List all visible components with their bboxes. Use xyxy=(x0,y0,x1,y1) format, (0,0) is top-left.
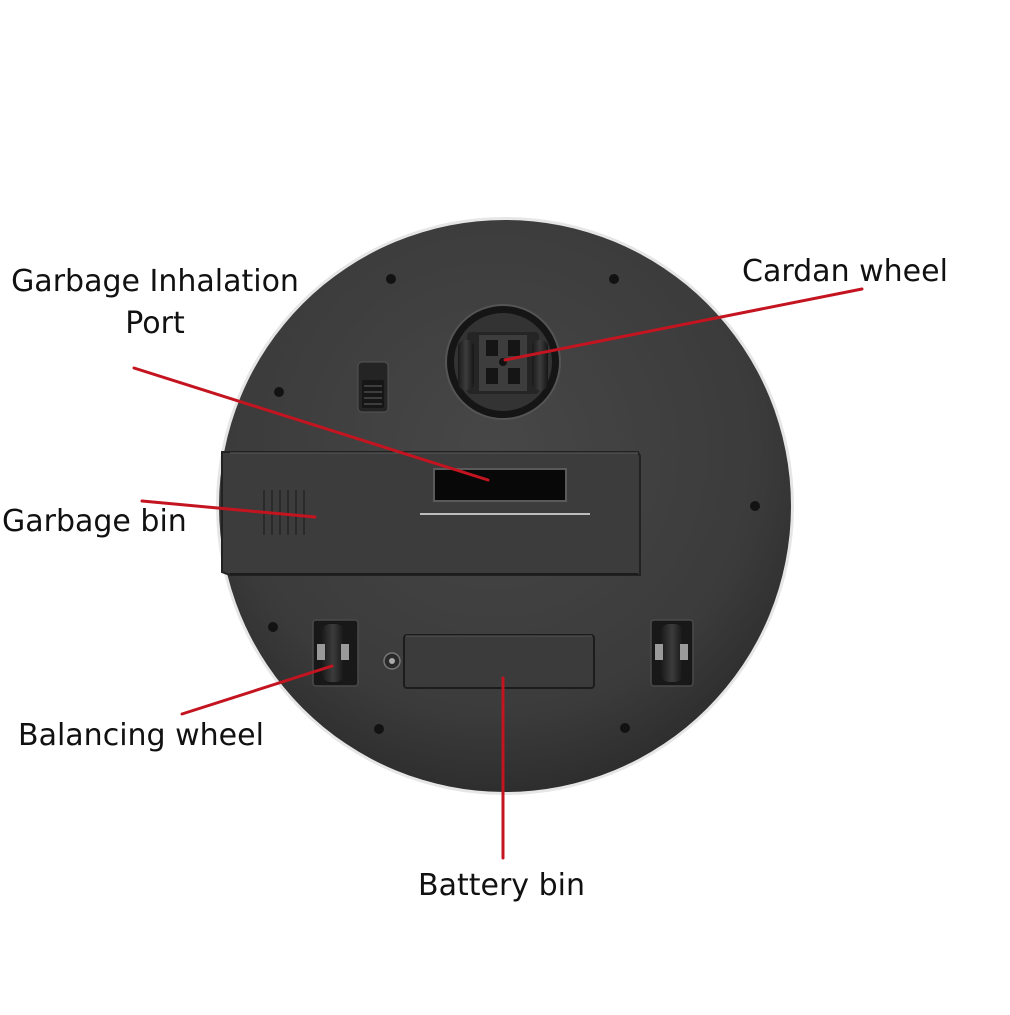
label-garbage-inhalation-port-line2: Port xyxy=(125,306,185,341)
garbage-bin xyxy=(221,451,641,576)
label-battery-bin: Battery bin xyxy=(418,868,585,903)
garbage-inhalation-port xyxy=(433,468,567,502)
label-garbage-bin: Garbage bin xyxy=(2,504,187,539)
leader-balancing-wheel xyxy=(180,664,334,716)
label-cardan-wheel: Cardan wheel xyxy=(742,254,948,289)
label-balancing-wheel: Balancing wheel xyxy=(18,718,264,753)
leader-garbage-port xyxy=(132,366,490,482)
balancing-wheel-left xyxy=(312,619,359,687)
label-garbage-inhalation-port: Garbage Inhalation Port xyxy=(0,261,310,345)
battery-bin xyxy=(383,634,595,689)
leader-garbage-bin xyxy=(140,499,317,519)
power-switch xyxy=(357,361,389,413)
screw-holes xyxy=(268,274,760,734)
leader-cardan-wheel xyxy=(503,287,864,362)
label-garbage-inhalation-port-line1: Garbage Inhalation xyxy=(11,264,299,299)
cardan-wheel xyxy=(445,304,561,420)
leader-lines xyxy=(132,287,864,860)
balancing-wheel-right xyxy=(650,619,694,687)
